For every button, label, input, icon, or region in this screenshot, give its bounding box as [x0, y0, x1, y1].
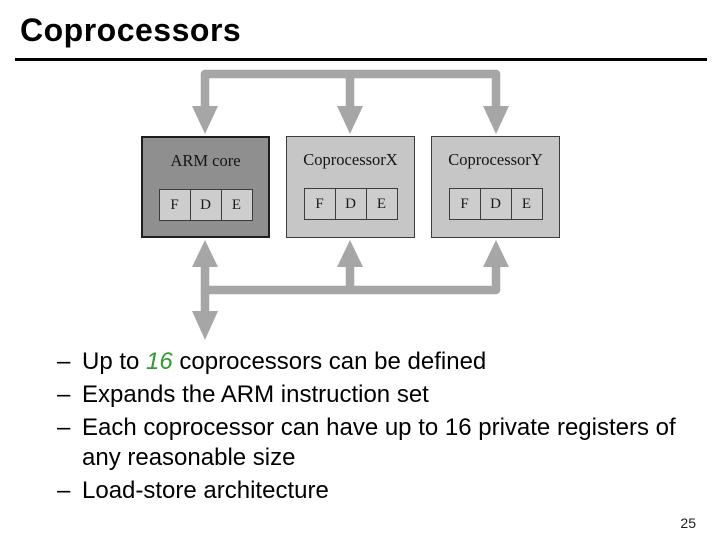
pipeline-stages: F D E	[287, 188, 414, 220]
bullet-dash: –	[57, 381, 71, 408]
stage-cell: E	[365, 188, 398, 220]
box-label: CoprocessorY	[448, 150, 543, 169]
down-arrowhead-icon	[483, 106, 509, 134]
pipeline-stages: F D E	[143, 189, 268, 221]
bullet-text: Each coprocessor can have up to 16 priva…	[82, 414, 676, 471]
stage-cell: F	[158, 189, 191, 221]
highlight-number: 16	[146, 348, 173, 375]
bullet-text: Up to 16 coprocessors can be defined	[82, 347, 486, 377]
page-number: 25	[680, 515, 696, 531]
bullet-item: – Up to 16 coprocessors can be defined	[57, 347, 682, 377]
stage-cell: F	[448, 188, 481, 220]
stage-cell: E	[510, 188, 543, 220]
bullet-dash: –	[57, 477, 71, 504]
pipeline-stages: F D E	[432, 188, 559, 220]
stage-cell: D	[189, 189, 222, 221]
arm-core-box: ARM core F D E	[141, 136, 270, 238]
coprocessor-y-box: CoprocessorY F D E	[431, 136, 560, 238]
stage-cell: F	[303, 188, 336, 220]
coprocessor-x-box: CoprocessorX F D E	[286, 136, 415, 238]
up-arrowhead-icon	[192, 240, 218, 267]
box-label: ARM core	[170, 151, 241, 170]
title-rule	[15, 58, 707, 61]
up-arrowhead-icon	[337, 240, 363, 267]
bullet-dash: –	[57, 348, 71, 375]
bullet-list: – Up to 16 coprocessors can be defined –…	[57, 347, 682, 509]
down-arrowhead-icon	[192, 106, 218, 134]
bullet-item: – Load-store architecture	[57, 476, 682, 506]
up-arrowhead-icon	[483, 240, 509, 267]
box-label: CoprocessorX	[303, 150, 398, 169]
stage-cell: D	[334, 188, 367, 220]
bullet-text-pre: Up to	[82, 348, 147, 375]
stage-cell: E	[220, 189, 253, 221]
bullet-dash: –	[57, 414, 71, 441]
bottom-stem-lines	[200, 265, 501, 313]
bullet-text: Load-store architecture	[82, 477, 329, 504]
down-arrowhead-icon	[337, 106, 363, 134]
page-title: Coprocessors	[20, 12, 242, 48]
down-arrowhead-icon	[192, 311, 218, 340]
bullet-text-post: coprocessors can be defined	[172, 348, 487, 375]
bullet-item: – Each coprocessor can have up to 16 pri…	[57, 413, 682, 473]
stage-cell: D	[479, 188, 512, 220]
bullet-item: – Expands the ARM instruction set	[57, 380, 682, 410]
top-bus-line	[200, 69, 501, 108]
bullet-text: Expands the ARM instruction set	[82, 381, 429, 408]
